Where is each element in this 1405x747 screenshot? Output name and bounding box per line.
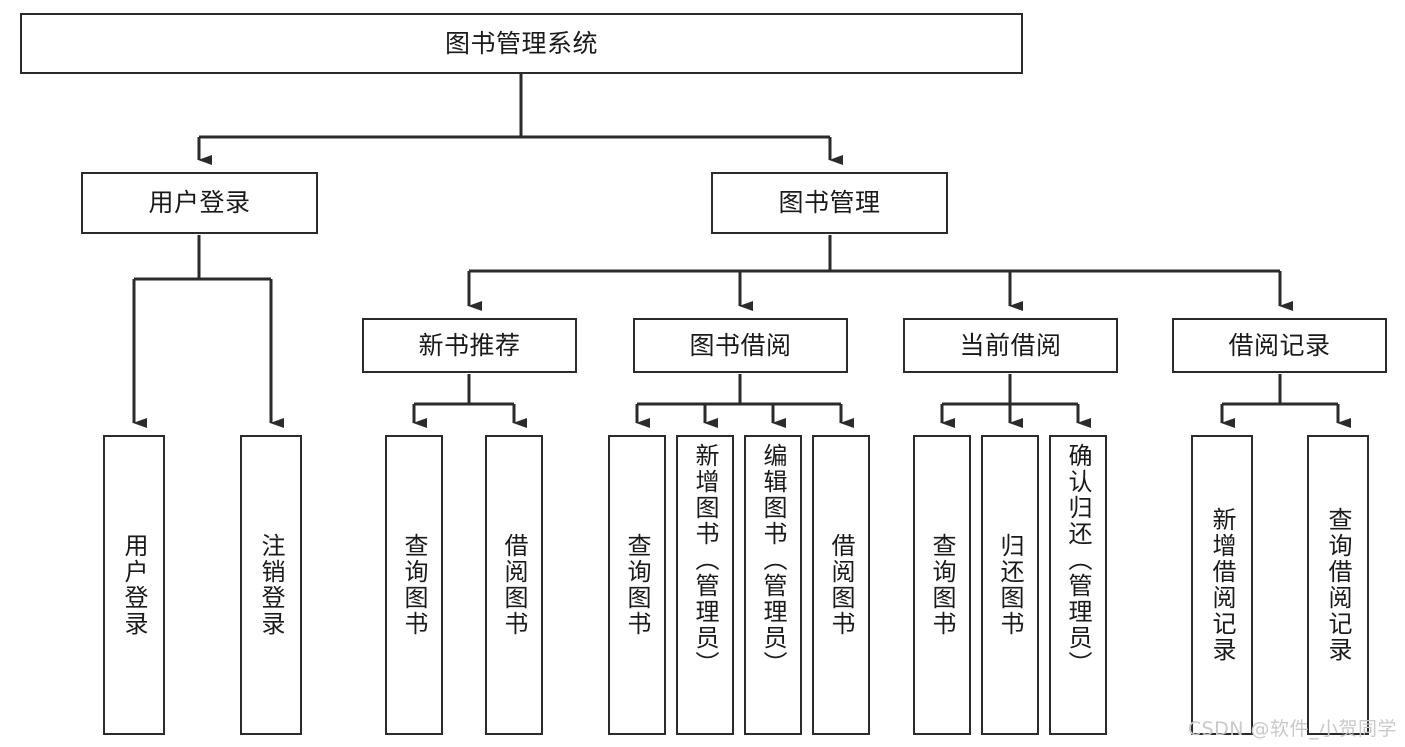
node-current-borrow[interactable]: 当前借阅 <box>903 318 1118 373</box>
node-leaf-edit-book[interactable]: 编辑图书（管理员） <box>744 435 802 735</box>
node-leaf-add-book-label: 新增图书（管理员） <box>691 443 719 677</box>
node-borrow-record[interactable]: 借阅记录 <box>1172 318 1387 373</box>
node-book-borrow[interactable]: 图书借阅 <box>633 318 848 373</box>
node-root[interactable]: 图书管理系统 <box>20 13 1023 74</box>
node-leaf-confirm-return[interactable]: 确认归还（管理员） <box>1049 435 1107 735</box>
node-leaf-query-book-2[interactable]: 查询图书 <box>608 435 666 735</box>
node-leaf-logout[interactable]: 注销登录 <box>240 435 302 735</box>
node-root-label: 图书管理系统 <box>444 28 598 58</box>
node-leaf-add-record-label: 新增借阅记录 <box>1208 507 1236 663</box>
node-user-login-label: 用户登录 <box>148 188 251 217</box>
node-leaf-borrow-book-2[interactable]: 借阅图书 <box>812 435 870 735</box>
node-leaf-query-book-3-label: 查询图书 <box>928 533 956 637</box>
node-book-manage[interactable]: 图书管理 <box>711 172 948 234</box>
node-leaf-query-book-1-label: 查询图书 <box>400 533 428 637</box>
node-leaf-user-login-label: 用户登录 <box>120 533 148 637</box>
node-leaf-return-book[interactable]: 归还图书 <box>981 435 1039 735</box>
node-leaf-confirm-return-label: 确认归还（管理员） <box>1064 443 1092 677</box>
node-leaf-query-record-label: 查询借阅记录 <box>1324 507 1352 663</box>
node-new-book-recommend-label: 新书推荐 <box>418 330 521 360</box>
node-leaf-borrow-book-1[interactable]: 借阅图书 <box>485 435 543 735</box>
node-leaf-query-book-3[interactable]: 查询图书 <box>913 435 971 735</box>
node-leaf-add-book[interactable]: 新增图书（管理员） <box>676 435 734 735</box>
node-leaf-logout-label: 注销登录 <box>257 533 285 637</box>
node-leaf-query-record[interactable]: 查询借阅记录 <box>1307 435 1369 735</box>
node-leaf-query-book-1[interactable]: 查询图书 <box>385 435 443 735</box>
node-user-login[interactable]: 用户登录 <box>81 172 318 234</box>
node-current-borrow-label: 当前借阅 <box>959 330 1062 360</box>
node-leaf-add-record[interactable]: 新增借阅记录 <box>1191 435 1253 735</box>
node-borrow-record-label: 借阅记录 <box>1228 330 1331 360</box>
node-book-borrow-label: 图书借阅 <box>689 330 792 360</box>
node-leaf-borrow-book-1-label: 借阅图书 <box>500 533 528 637</box>
node-book-manage-label: 图书管理 <box>778 188 881 217</box>
node-leaf-user-login[interactable]: 用户登录 <box>103 435 165 735</box>
node-leaf-edit-book-label: 编辑图书（管理员） <box>759 443 787 677</box>
node-leaf-borrow-book-2-label: 借阅图书 <box>827 533 855 637</box>
node-leaf-return-book-label: 归还图书 <box>996 533 1024 637</box>
node-new-book-recommend[interactable]: 新书推荐 <box>362 318 577 373</box>
node-leaf-query-book-2-label: 查询图书 <box>623 533 651 637</box>
